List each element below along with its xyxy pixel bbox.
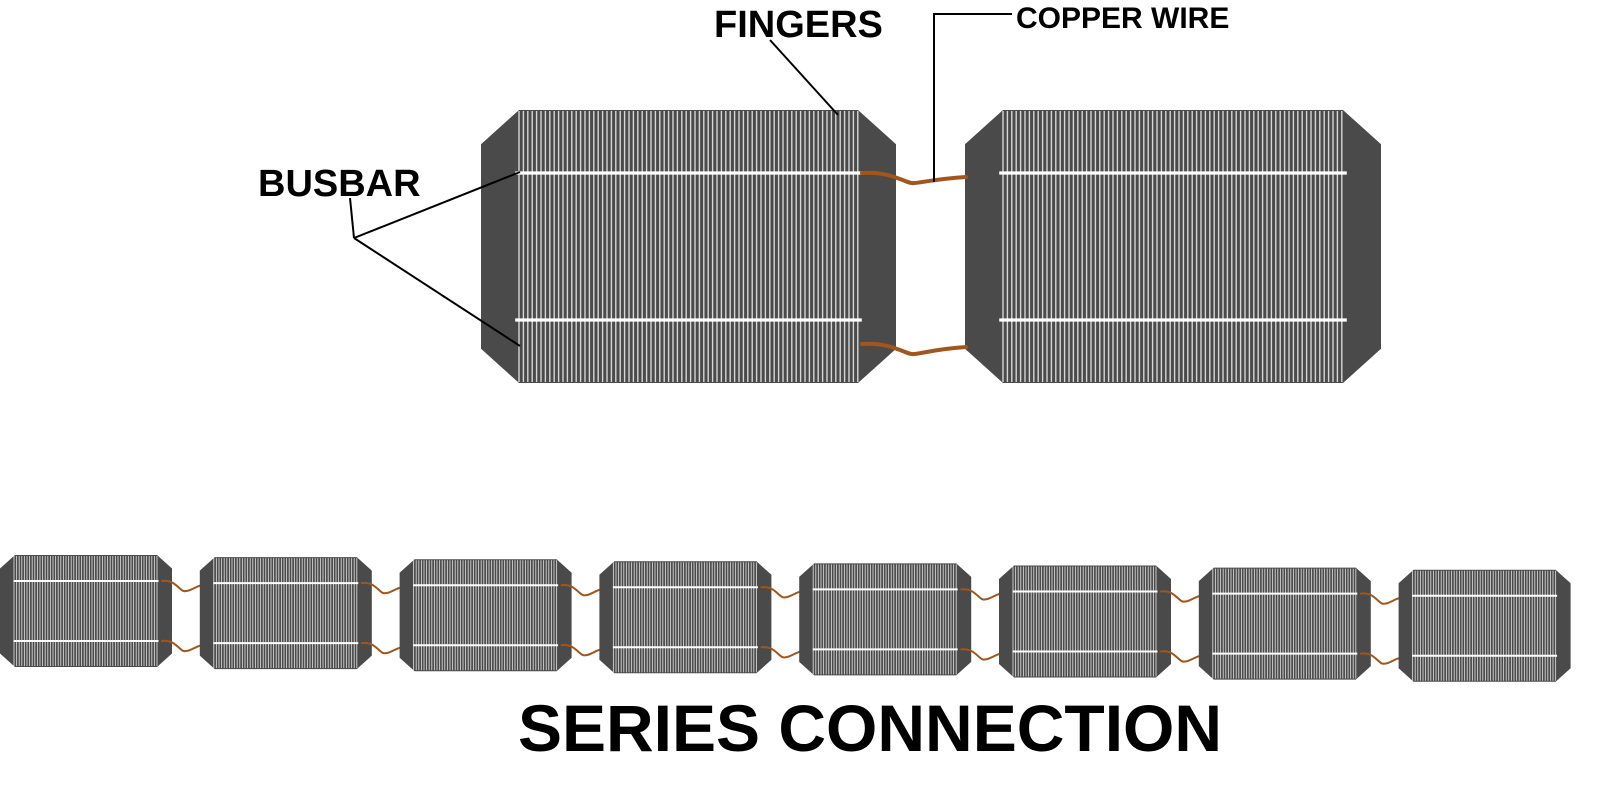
series-wire-upper-6 (1160, 590, 1210, 603)
fingers (213, 558, 358, 669)
copper-wire-label: COPPER WIRE (1016, 2, 1229, 35)
copper-wire-leader-line (933, 13, 1012, 182)
fingers (1212, 568, 1357, 679)
series-wire-upper-1 (161, 579, 211, 593)
busbar-label: BUSBAR (258, 163, 421, 205)
series-cell-7 (1198, 567, 1371, 680)
series-cell-5 (799, 563, 972, 676)
detail-view (481, 110, 1381, 383)
series-cell-1 (0, 555, 172, 667)
series-wire-upper-3 (560, 584, 611, 597)
series-cell-2 (199, 557, 372, 670)
series-cell-4 (599, 561, 772, 674)
copper-wire-lower (860, 341, 968, 357)
cell-body (965, 110, 1381, 383)
solar-cell-left (481, 110, 896, 383)
series-wire-upper-2 (360, 582, 411, 595)
series-cell-8 (1398, 569, 1571, 682)
series-wire-lower-1 (161, 639, 211, 653)
series-wire-lower-5 (960, 648, 1010, 661)
fingers-leader-line (769, 39, 839, 116)
fingers (518, 111, 859, 382)
fingers (812, 564, 957, 675)
fingers (612, 562, 757, 673)
series-wire-lower-3 (560, 644, 611, 657)
series-wire-lower-4 (760, 646, 811, 659)
series-wire-upper-7 (1359, 592, 1410, 605)
fingers (1012, 566, 1157, 677)
series-wire-lower-7 (1359, 652, 1410, 665)
fingers (13, 556, 158, 666)
busbar-bracket-line (349, 197, 355, 239)
fingers (413, 560, 558, 671)
solar-cell-right (965, 110, 1381, 383)
series-wire-lower-2 (360, 642, 411, 655)
cell-body (481, 110, 896, 383)
series-wire-upper-5 (960, 588, 1010, 601)
fingers (1412, 570, 1557, 681)
series-wire-upper-4 (760, 586, 811, 599)
busbar-leader-line-upper (353, 171, 521, 239)
series-cell-3 (399, 559, 572, 672)
leader-lines (349, 13, 1012, 347)
series-string-view (0, 555, 1571, 682)
fingers-label: FINGERS (714, 4, 883, 46)
copper-wire-upper (860, 170, 968, 186)
series-connection-title: SERIES CONNECTION (518, 691, 1222, 765)
series-cell-6 (999, 565, 1171, 678)
series-wire-lower-6 (1160, 650, 1210, 663)
busbar-leader-line-lower (353, 237, 521, 347)
fingers (1002, 111, 1343, 382)
